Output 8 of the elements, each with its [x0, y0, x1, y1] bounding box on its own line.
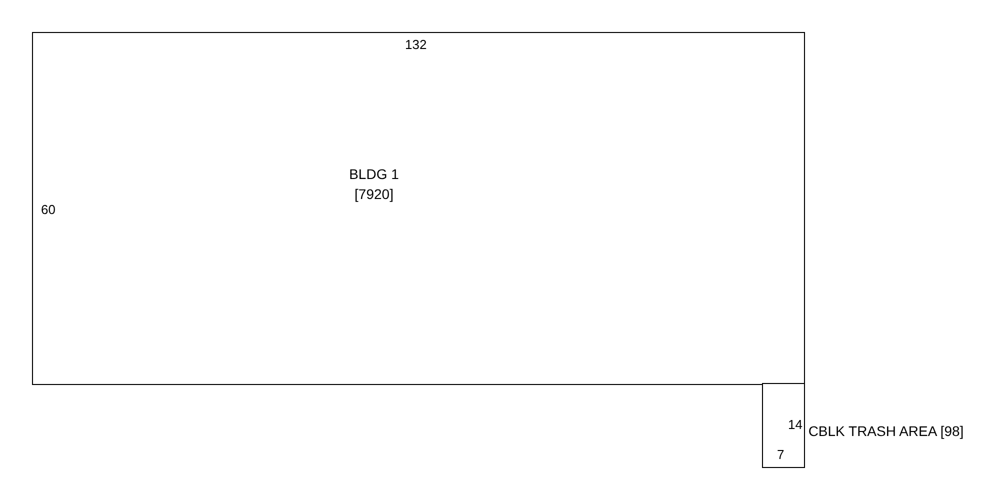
dimension-label: 7: [777, 447, 784, 463]
building-label: BLDG 1 [7920]: [349, 165, 399, 204]
area-label: CBLK TRASH AREA [98]: [807, 422, 965, 441]
dimension-label: 132: [405, 37, 427, 53]
dimension-label: 14: [788, 417, 802, 433]
area-outline: [762, 383, 805, 468]
dimension-label: 60: [41, 202, 56, 218]
building-outline: [32, 32, 805, 385]
